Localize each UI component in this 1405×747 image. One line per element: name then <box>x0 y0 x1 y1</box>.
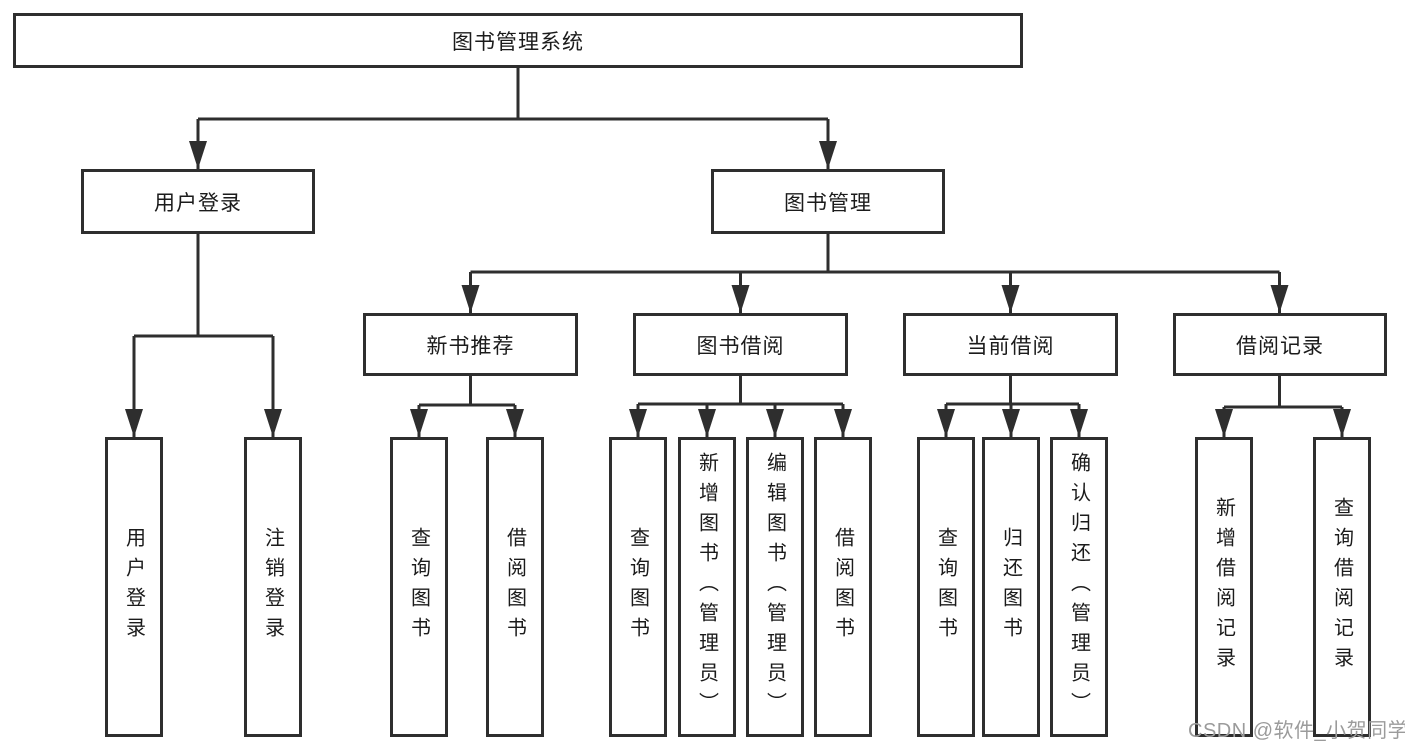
node-new-book-recommend: 新书推荐 <box>363 313 578 376</box>
node-book-borrowing: 图书借阅 <box>633 313 848 376</box>
node-logout: 注销登录 <box>244 437 302 737</box>
node-borrow-books-1-label: 借阅图书 <box>503 527 526 647</box>
node-book-management: 图书管理 <box>711 169 945 234</box>
node-query-books-2: 查询图书 <box>609 437 667 737</box>
node-add-borrow-record-label: 新增借阅记录 <box>1212 497 1235 677</box>
connector-book-management-branch <box>470 234 1280 274</box>
node-add-books: 新增图书（管理员） <box>678 437 736 737</box>
node-borrow-books-1: 借阅图书 <box>486 437 544 737</box>
node-current-borrowing: 当前借阅 <box>903 313 1118 376</box>
node-login-label: 用户登录 <box>122 527 145 647</box>
node-root: 图书管理系统 <box>13 13 1023 68</box>
node-edit-books-label: 编辑图书（管理员） <box>763 452 786 722</box>
connector-current-borrowing-branch <box>946 376 1079 406</box>
node-query-books-1: 查询图书 <box>390 437 448 737</box>
connector-borrowing-records-branch <box>1224 376 1342 409</box>
node-edit-books: 编辑图书（管理员） <box>746 437 804 737</box>
node-logout-label: 注销登录 <box>261 527 284 647</box>
connector-book-borrowing-branch <box>638 376 843 406</box>
node-query-books-3: 查询图书 <box>917 437 975 737</box>
node-user-login: 用户登录 <box>81 169 315 234</box>
node-return-books: 归还图书 <box>982 437 1040 737</box>
connector-new-book-branch <box>419 376 515 407</box>
node-borrow-books-2-label: 借阅图书 <box>831 527 854 647</box>
node-query-borrow-record-label: 查询借阅记录 <box>1330 497 1353 677</box>
connector-root-branch <box>198 68 828 121</box>
node-confirm-return-label: 确认归还（管理员） <box>1067 452 1090 722</box>
node-add-books-label: 新增图书（管理员） <box>695 452 718 722</box>
node-confirm-return: 确认归还（管理员） <box>1050 437 1108 737</box>
node-query-books-2-label: 查询图书 <box>626 527 649 647</box>
node-return-books-label: 归还图书 <box>999 527 1022 647</box>
csdn-watermark: CSDN @软件_小贺同学 <box>1188 720 1405 742</box>
connector-user-login-branch <box>134 234 273 338</box>
node-borrow-books-2: 借阅图书 <box>814 437 872 737</box>
node-add-borrow-record: 新增借阅记录 <box>1195 437 1253 737</box>
node-login: 用户登录 <box>105 437 163 737</box>
node-query-borrow-record: 查询借阅记录 <box>1313 437 1371 737</box>
node-borrowing-records: 借阅记录 <box>1173 313 1387 376</box>
node-query-books-3-label: 查询图书 <box>934 527 957 647</box>
node-query-books-1-label: 查询图书 <box>407 527 430 647</box>
